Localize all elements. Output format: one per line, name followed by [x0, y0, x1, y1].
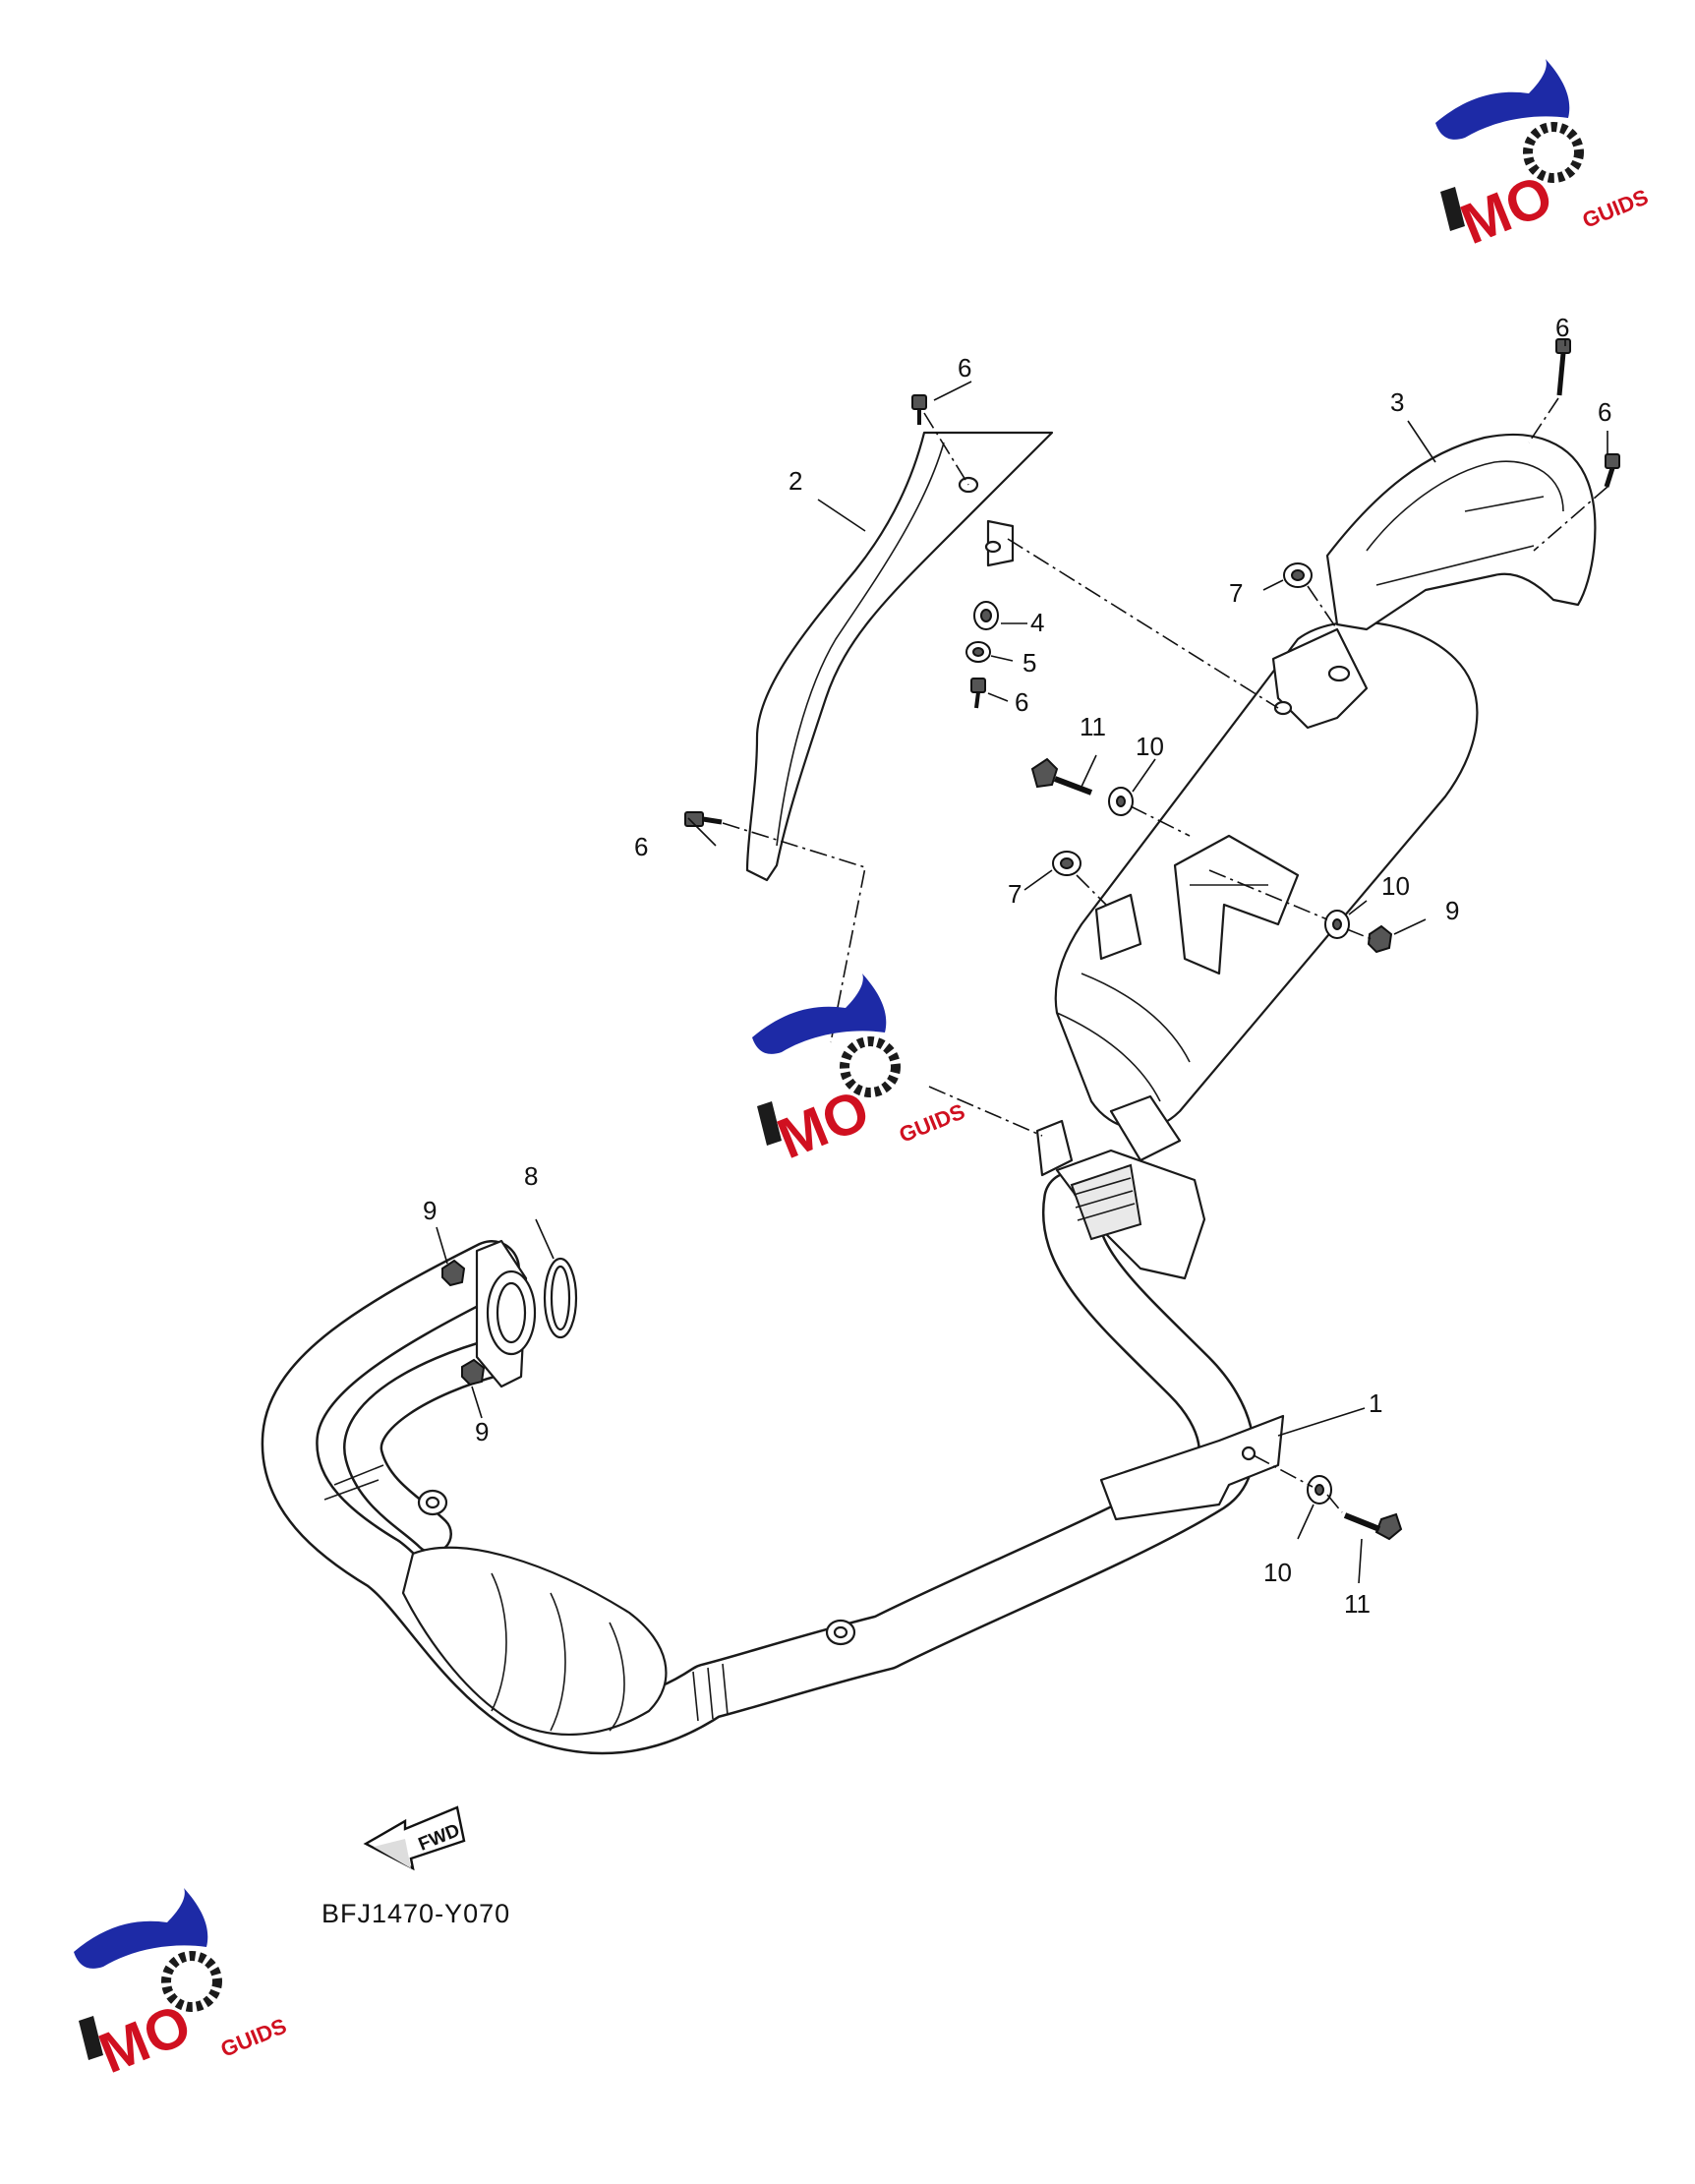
callout-6: 6 — [1015, 687, 1028, 717]
callout-10: 10 — [1263, 1558, 1292, 1587]
watermark-logo-top-right: MO GUIDS — [1435, 59, 1652, 257]
svg-text:MO: MO — [769, 1078, 878, 1171]
callout-7: 7 — [1008, 879, 1022, 909]
washer-10a — [1108, 787, 1134, 816]
callout-11: 11 — [1080, 712, 1106, 741]
collar-4 — [973, 601, 999, 630]
callout-9: 9 — [423, 1196, 437, 1225]
muffler — [1054, 620, 1479, 1162]
callout-6: 6 — [634, 832, 648, 861]
nut-9a — [1367, 924, 1393, 954]
svg-text:GUIDS: GUIDS — [896, 1098, 968, 1147]
callout-10: 10 — [1136, 732, 1164, 761]
callout-7: 7 — [1229, 578, 1243, 608]
callout-10: 10 — [1381, 871, 1410, 901]
svg-text:MO: MO — [90, 1992, 200, 2086]
washer-10c — [1307, 1475, 1332, 1505]
bolt-6d — [970, 678, 986, 709]
callout-9: 9 — [1445, 896, 1459, 925]
washer-10b — [1324, 910, 1350, 939]
callout-2: 2 — [789, 466, 802, 496]
bolt-6e — [684, 811, 723, 827]
watermark-logo-center: MO GUIDS — [752, 974, 968, 1171]
header-flange — [475, 1239, 537, 1388]
callout-6: 6 — [958, 353, 971, 383]
diagram-code: BFJ1470-Y070 — [321, 1899, 510, 1928]
heat-shield-3 — [1325, 433, 1597, 631]
hardware — [441, 338, 1620, 1541]
svg-text:GUIDS: GUIDS — [217, 2013, 290, 2061]
callout-4: 4 — [1030, 608, 1044, 637]
leader-lines — [436, 339, 1608, 1584]
bolt-6b — [1555, 338, 1571, 396]
bolt-6c — [1604, 453, 1620, 488]
gasket-8 — [543, 1257, 578, 1339]
collar-7b — [1052, 851, 1081, 876]
heat-shield-2 — [745, 431, 1054, 882]
callout-9: 9 — [475, 1417, 489, 1446]
svg-text:MO: MO — [1452, 163, 1561, 257]
grommet-5 — [965, 641, 991, 663]
bolt-6a — [911, 394, 927, 425]
svg-text:GUIDS: GUIDS — [1579, 184, 1652, 232]
exhaust-pipe — [261, 1119, 1285, 1755]
callout-8: 8 — [524, 1161, 538, 1191]
collar-7a — [1283, 562, 1313, 588]
watermark-logo-bottom-left: MO GUIDS — [74, 1888, 290, 2086]
callout-5: 5 — [1023, 648, 1036, 678]
callout-6: 6 — [1555, 313, 1569, 342]
callout-6: 6 — [1598, 397, 1611, 427]
assembly-lines — [722, 397, 1608, 1513]
callout-labels: 1 2 3 4 5 6 6 6 6 6 7 7 8 9 9 9 10 10 10… — [423, 313, 1611, 1619]
callout-11: 11 — [1344, 1589, 1371, 1619]
callout-1: 1 — [1369, 1388, 1382, 1418]
bolt-11b — [1343, 1512, 1403, 1541]
forward-arrow: FWD — [363, 1805, 466, 1871]
callout-3: 3 — [1390, 387, 1404, 417]
nut-9b — [441, 1259, 466, 1287]
nut-9c — [461, 1358, 486, 1387]
bolt-11a — [1030, 757, 1093, 796]
